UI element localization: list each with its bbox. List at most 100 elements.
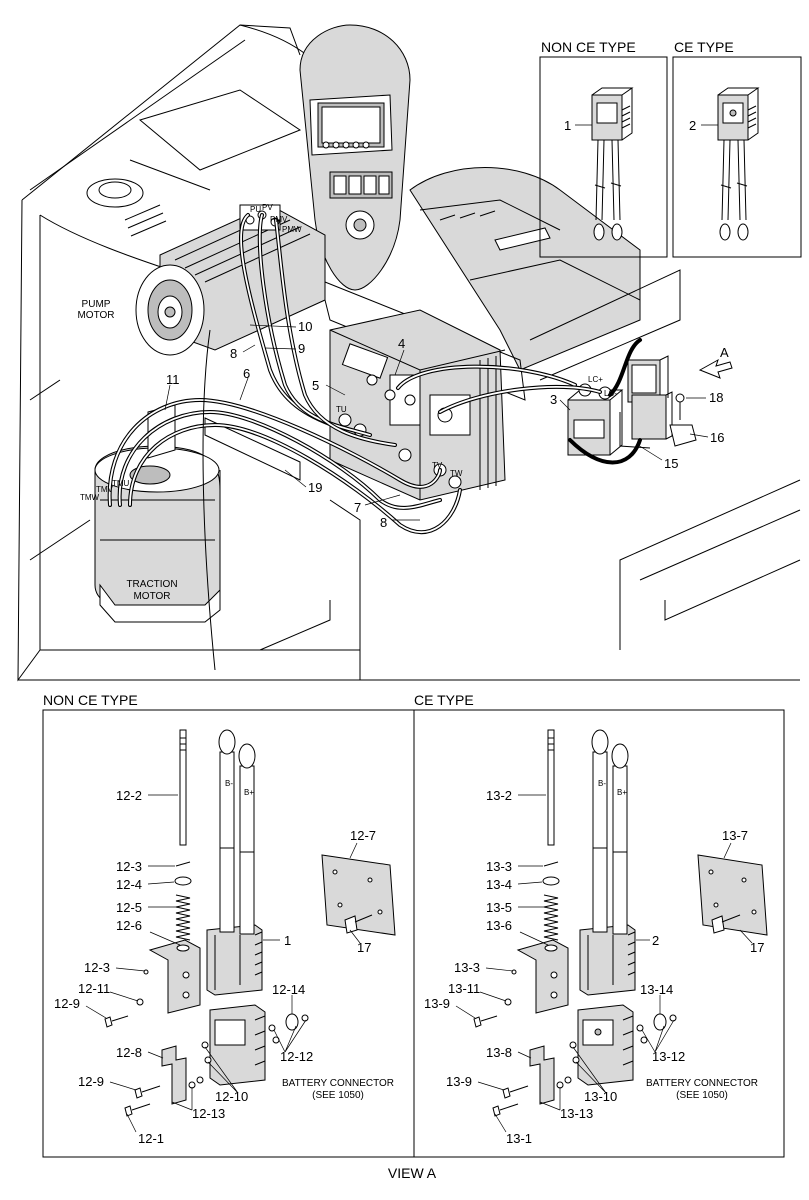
terminal-lc-minus: LC- <box>604 389 617 398</box>
callout-16: 16 <box>710 430 724 445</box>
terminal-pv: PV <box>262 203 273 212</box>
traction-motor <box>94 445 221 623</box>
callout-13-4: 13-4 <box>486 877 512 892</box>
terminal-pu: PU <box>250 205 261 214</box>
view-a-ce-title: CE TYPE <box>414 692 474 708</box>
terminal-tv: TV <box>432 461 443 470</box>
spring-12-5 <box>175 894 191 941</box>
inset-ce-frame <box>672 56 802 258</box>
inset-non-ce-title: NON CE TYPE <box>541 39 636 55</box>
view-a-non-ce-title: NON CE TYPE <box>43 692 138 708</box>
cable-mark-b-minus-left: B- <box>225 779 233 788</box>
exploded-ce: B- B+ <box>473 729 768 1117</box>
callout-13-1: 13-1 <box>506 1131 532 1146</box>
terminal-lc-plus: LC+ <box>588 375 603 384</box>
callout-12-3a: 12-3 <box>116 859 142 874</box>
callout-13-10: 13-10 <box>584 1089 617 1104</box>
callout-13-2: 13-2 <box>486 788 512 803</box>
callout-6: 6 <box>243 366 250 381</box>
see-ref-left: (SEE 1050) <box>312 1090 364 1101</box>
exploded-non-ce: B- B+ <box>104 729 396 1117</box>
callout-10: 9 <box>298 341 305 356</box>
controller-unit <box>329 309 506 501</box>
callout-15: 15 <box>664 456 678 471</box>
callout-13-9b: 13-9 <box>446 1074 472 1089</box>
callout-13-7: 13-7 <box>722 828 748 843</box>
left-callouts: 12-2 12-3 12-4 12-5 12-6 12-3 12-11 12-9… <box>54 788 394 1146</box>
callout-12-14: 12-14 <box>272 982 305 997</box>
callout-1-bottom: 1 <box>284 933 291 948</box>
battery-connector-label-left: BATTERY CONNECTOR <box>282 1078 394 1089</box>
inset-non-ce: NON CE TYPE 1 <box>539 39 668 258</box>
view-a-letter: A <box>720 345 729 360</box>
terminal-tmu: TMU <box>112 479 130 488</box>
power-cables <box>107 213 642 671</box>
callout-13-13: 13-13 <box>560 1106 593 1121</box>
callout-3: 3 <box>550 392 557 407</box>
view-a-arrow <box>698 358 733 379</box>
terminal-pmv: PMV <box>270 215 288 224</box>
callout-13-8: 13-8 <box>486 1045 512 1060</box>
inset-ce: CE TYPE 2 <box>672 39 802 258</box>
callout-4: 4 <box>398 336 405 351</box>
view-a-caption: VIEW A <box>388 1165 437 1181</box>
connector-assembly-top <box>619 355 697 449</box>
callout-2-bottom: 2 <box>652 933 659 948</box>
callout-12-6: 12-6 <box>116 918 142 933</box>
callout-13-3a: 13-3 <box>486 859 512 874</box>
callout-13-14: 13-14 <box>640 982 673 997</box>
callout-12-4: 12-4 <box>116 877 142 892</box>
callout-12-11: 12-11 <box>78 981 110 996</box>
callout-19: 19 <box>308 480 322 495</box>
callout-13-12: 13-12 <box>652 1049 685 1064</box>
callout-8: 8 <box>380 515 387 530</box>
callout-7: 7 <box>354 500 361 515</box>
callout-12-1: 12-1 <box>138 1131 164 1146</box>
callout-12-3b: 12-3 <box>84 960 110 975</box>
battery-connector-label-right: BATTERY CONNECTOR <box>646 1078 758 1089</box>
cable-mark-b-minus-right: B- <box>598 779 606 788</box>
pump-motor <box>135 204 326 356</box>
callout-13-5: 13-5 <box>486 900 512 915</box>
callout-5: 5 <box>312 378 319 393</box>
traction-motor-label-1: TRACTION <box>126 579 177 590</box>
truck-body-drawing: PU PV PMV PMW TMW TMV TMU TU TV TW LC+ L… <box>17 24 801 682</box>
callout-12-9b: 12-9 <box>78 1074 104 1089</box>
pump-motor-label-1: PUMP <box>82 299 111 310</box>
callout-13-3b: 13-3 <box>454 960 480 975</box>
bracket-19 <box>204 417 301 481</box>
traction-motor-label-2: MOTOR <box>133 591 170 602</box>
terminal-tmv: TMV <box>96 485 114 494</box>
callout-2-top: 2 <box>689 118 696 133</box>
right-callouts: 13-2 13-3 13-4 13-5 13-6 13-3 13-11 13-9… <box>424 788 764 1146</box>
callout-12-12: 12-12 <box>280 1049 313 1064</box>
callout-12-7: 12-7 <box>350 828 376 843</box>
callout-1-top: 1 <box>564 118 571 133</box>
callout-11: 10 <box>298 319 312 334</box>
terminal-tu: TU <box>336 405 347 414</box>
callout-12-10: 12-10 <box>215 1089 248 1104</box>
callout-12-2: 12-2 <box>116 788 142 803</box>
line-contactor <box>567 383 624 456</box>
callout-12-5: 12-5 <box>116 900 142 915</box>
callout-17-left: 17 <box>357 940 371 955</box>
callout-9: 8 <box>230 346 237 361</box>
pump-motor-label-2: MOTOR <box>77 310 114 321</box>
see-ref-right: (SEE 1050) <box>676 1090 728 1101</box>
cable-mark-b-plus-right: B+ <box>617 788 627 797</box>
cable-mark-b-plus-left: B+ <box>244 788 254 797</box>
top-callouts: 10 9 8 11 6 19 7 8 5 4 3 18 16 15 <box>164 319 724 530</box>
console-buttons <box>322 141 370 149</box>
inset-ce-title: CE TYPE <box>674 39 734 55</box>
callout-12-13: 12-13 <box>192 1106 225 1121</box>
callout-12-9a: 12-9 <box>54 996 80 1011</box>
callout-13-9a: 13-9 <box>424 996 450 1011</box>
callout-14: 11 <box>166 372 180 387</box>
callout-12-8: 12-8 <box>116 1045 142 1060</box>
terminal-tw: TW <box>450 469 463 478</box>
callout-13-11: 13-11 <box>448 981 480 996</box>
inset-non-ce-frame <box>539 56 668 258</box>
terminal-pmw: PMW <box>282 225 302 234</box>
callout-13-6: 13-6 <box>486 918 512 933</box>
